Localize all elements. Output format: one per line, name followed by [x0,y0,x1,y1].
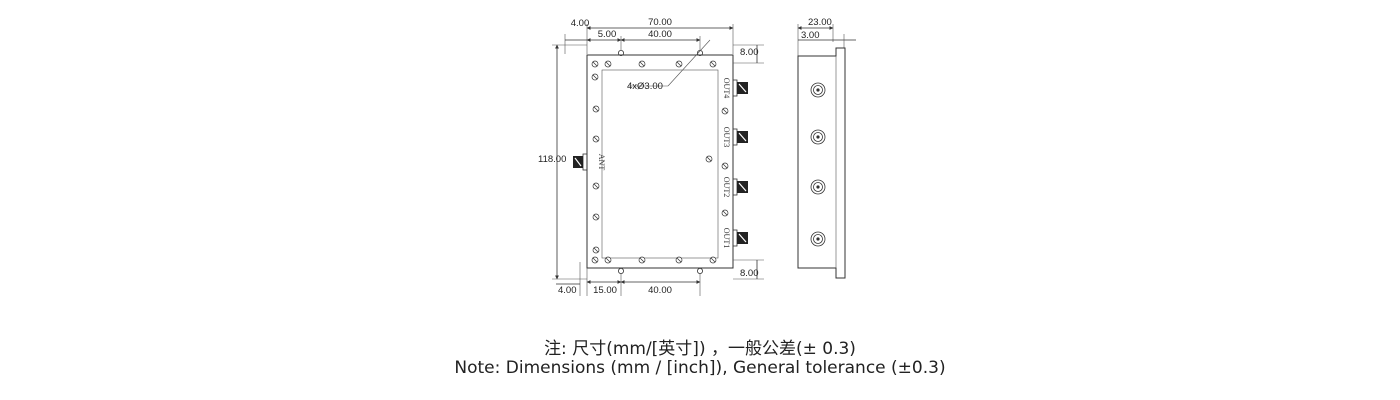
screw [638,60,646,68]
port-label-out4: OUT4 [722,78,731,98]
screw [675,60,683,68]
mounting-hole-top-right [697,50,704,57]
screw [638,256,646,264]
side-body-outline [797,47,846,279]
screw [592,213,600,221]
dim-overall-height: 118.00 [538,154,566,165]
height-dimension: 118.00 [538,44,587,280]
front-lid-outline [601,69,719,259]
dim-hole-spacing-bottom: 40.00 [648,285,672,296]
dim-top-margin: 8.00 [740,47,759,58]
screw [592,182,600,190]
dim-hole-spacing-top: 40.00 [648,29,672,40]
side-connector [810,82,826,98]
front-view: ANT OUT4 OUT3 OUT2 OUT1 [538,17,764,296]
hole-callout: 4xØ3.00 [627,81,663,92]
screw [604,256,612,264]
screw [591,256,599,264]
top-dimensions: 70.00 4.00 5.00 40.00 8.00 4xØ3.00 [564,17,764,92]
port-label-ant: ANT [597,154,606,171]
dim-hole-offset-top: 5.00 [598,29,617,40]
port-label-out1: OUT1 [722,228,731,248]
screw [675,256,683,264]
note-english: Note: Dimensions (mm / [inch]), General … [454,358,946,378]
side-connector [810,129,826,145]
port-label-out3: OUT3 [722,127,731,147]
screw [592,246,600,254]
screw [592,135,600,143]
lid-screws [591,60,729,264]
out-connector-3: OUT3 [722,127,748,147]
screw [709,60,717,68]
mounting-hole-top-left [618,50,625,57]
dim-hole-offset-bottom: 15.00 [593,285,617,296]
side-view: 23.00 3.00 [797,17,856,279]
mechanical-drawing: ANT OUT4 OUT3 OUT2 OUT1 [538,17,856,296]
bottom-dimensions: 4.00 15.00 40.00 8.00 [556,259,764,296]
side-connector [810,231,826,247]
screw [591,73,599,81]
mounting-hole-bottom-right [697,267,704,274]
dim-overall-width: 70.00 [648,17,672,28]
port-label-out2: OUT2 [722,177,731,197]
dim-bottom-margin: 8.00 [740,268,759,279]
dim-left-offset-bottom: 4.00 [558,285,577,296]
side-connector [810,179,826,195]
dim-side-depth: 23.00 [808,17,832,28]
out-connector-1: OUT1 [722,228,748,248]
screw [709,256,717,264]
mounting-hole-bottom-left [618,267,625,274]
dim-left-offset-top: 4.00 [571,18,590,29]
screw [721,107,729,115]
screw [721,162,729,170]
screw [721,209,729,217]
mounting-holes [618,50,704,274]
screw [604,60,612,68]
out-connector-4: OUT4 [722,78,748,98]
screw [705,155,713,163]
out-connector-2: OUT2 [722,177,748,197]
dim-side-flange: 3.00 [801,30,820,41]
ant-connector: ANT [573,153,606,171]
note-chinese: 注: 尺寸(mm/[英寸]) ，一般公差(± 0.3) [544,339,856,359]
screw [591,60,599,68]
screw [592,105,600,113]
